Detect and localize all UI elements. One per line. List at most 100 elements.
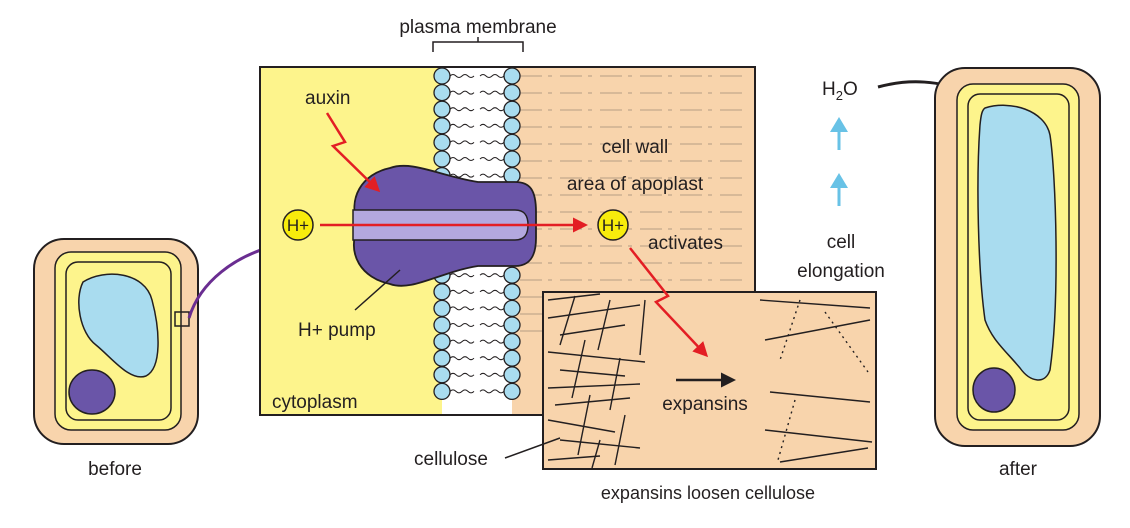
water-subscript: 2 [836,88,843,103]
phospholipid-head [503,382,521,401]
phospholipid-tail [479,90,505,95]
phospholipid-tail [449,157,475,161]
expansin-inset: expansins expansins loosen cellulose [542,247,877,503]
panel-border [259,66,756,416]
phospholipid-tail [449,389,475,394]
phospholipid-tail [479,173,505,178]
phospholipid-tail [479,372,505,377]
water-h: H [822,79,836,100]
phospholipid-tail [479,306,505,311]
cell-label: cell [827,232,856,253]
water-label: H2O [822,79,858,103]
proton-ion-icon [597,209,629,241]
phospholipid-head [503,283,521,301]
phospholipid-tail [449,273,475,278]
phospholipid-tail [449,372,475,377]
auxin-label: auxin [305,88,350,109]
cytoplasm-label: cytoplasm [272,392,358,413]
phospholipid-head [433,150,451,168]
before-vacuole [78,273,159,378]
phospholipid-head [433,316,451,334]
expansins-label: expansins [662,394,748,415]
phospholipid-tail [449,356,475,361]
plasma-membrane-label: plasma membrane [399,17,556,38]
phospholipid-head [433,382,451,401]
phospholipid-head [433,283,451,301]
phospholipid-head [433,67,451,85]
phospholipid-tail [479,107,505,112]
proton-left: H+ [282,209,314,241]
after-label: after [999,459,1038,480]
phospholipid-tail [449,107,475,112]
phospholipid-tail [479,339,505,344]
h-pump-word: pump [328,320,376,341]
phospholipid-head [433,366,451,384]
phospholipid-tail [449,123,475,128]
after-nucleus [972,367,1016,413]
apoplast-label: area of apoplast [567,174,704,195]
cellulose-label: cellulose [414,449,488,470]
cell-wall-label: cell wall [602,137,669,158]
phospholipid-tail [479,140,505,145]
phospholipid-tail [479,389,505,394]
before-label: before [88,459,142,480]
proton-left-label: H+ [287,216,309,235]
phospholipid-head [503,133,521,152]
phospholipid-tail [479,123,505,128]
phospholipid-tail [449,74,475,78]
expansins-caption: expansins loosen cellulose [601,483,815,503]
phospholipid-head [433,83,451,102]
phospholipid-head [433,117,451,135]
after-cell: after [934,67,1101,480]
phospholipid-tail [449,306,475,311]
phospholipid-head [433,100,451,118]
phospholipid-tail [479,356,505,361]
plasma-membrane-bracket [432,37,524,52]
phospholipid-head [433,332,451,351]
water-o: O [843,79,858,100]
phospholipid-head [433,299,451,318]
elongation-label: elongation [797,261,885,282]
phospholipid-tail [479,323,505,327]
membrane-detail-panel: plasma membrane auxin H+ H+ cell wall ar… [259,17,756,416]
phospholipid-head [433,349,451,367]
cellulose-pointer [504,437,561,459]
phospholipid-head [503,316,521,334]
pump-pointer [354,269,401,311]
phospholipid-tail [449,289,475,294]
phospholipid-tail [449,90,475,95]
phospholipid-tail [449,140,475,145]
h-pump-label: H+ pump [298,320,376,341]
after-vacuole [977,104,1057,381]
phospholipid-tail [479,74,505,78]
elongation-arrows [830,117,848,206]
cellulose-dotted [777,299,869,461]
phospholipid-tail [449,173,475,178]
phospholipid-tail [479,273,505,278]
before-nucleus [68,369,116,415]
proton-right: H+ [597,209,629,241]
after-membrane [967,93,1070,421]
phospholipid-head [503,332,521,351]
cellulose-mesh [547,293,873,469]
phospholipid-head [503,67,521,85]
phospholipid-head [503,83,521,102]
phospholipid-head [503,349,521,367]
phospholipid-head [503,266,521,284]
activation-arrow [629,247,709,358]
h-pump-plus: H+ [298,320,323,341]
phospholipid-head [503,100,521,118]
phospholipid-tail [479,289,505,294]
proton-ion-icon [282,209,314,241]
zoom-box [174,311,190,327]
before-membrane [65,261,172,421]
proton-right-label: H+ [602,216,624,235]
phospholipid-head [433,133,451,152]
phospholipid-head [503,117,521,135]
phospholipid-tail [479,157,505,161]
phospholipid-head [503,299,521,318]
phospholipid-tail [449,323,475,327]
auxin-arrow [325,112,381,193]
phospholipid-head [503,150,521,168]
